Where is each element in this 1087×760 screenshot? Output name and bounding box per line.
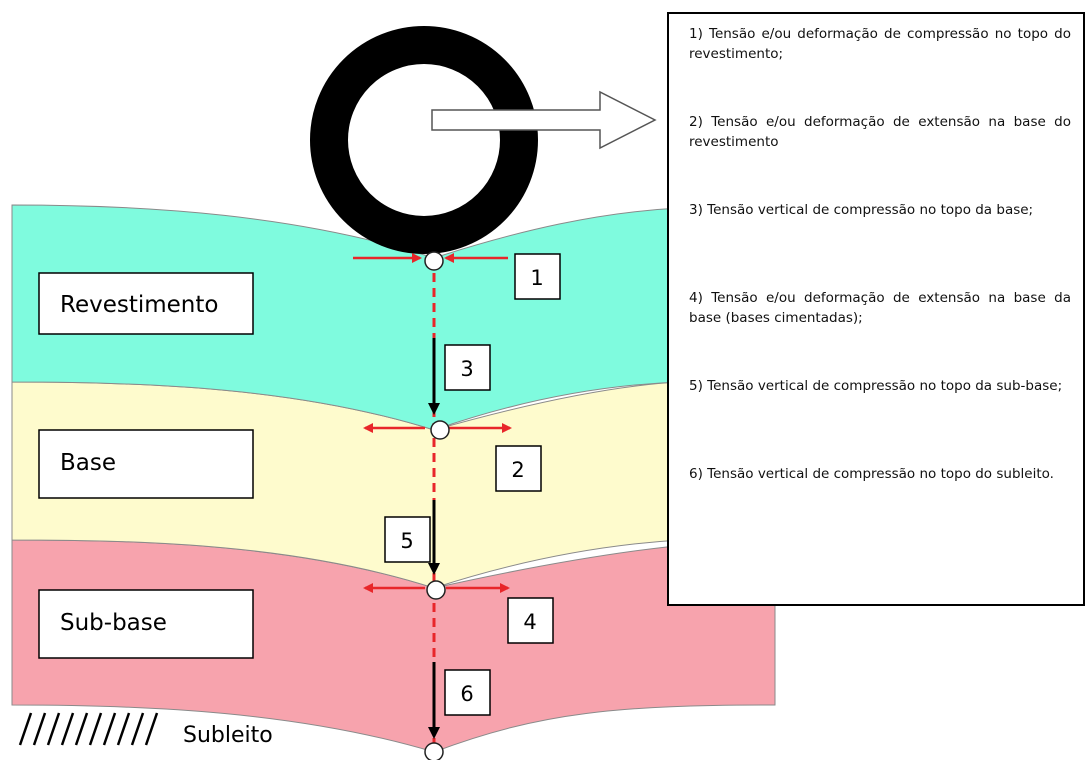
subleito-label: Subleito	[183, 723, 273, 748]
point-circle-4	[426, 580, 446, 600]
number-label-3: 3	[460, 357, 473, 381]
number-box-3: 3	[444, 344, 491, 391]
label-box-sub-base: Sub-base	[38, 589, 254, 659]
legend-item-6: 6) Tensão vertical de compressão no topo…	[689, 466, 1054, 482]
number-label-2: 2	[511, 458, 524, 482]
number-label-5: 5	[400, 529, 413, 553]
legend-item-3: 3) Tensão vertical de compressão no topo…	[689, 202, 1034, 218]
number-label-1: 1	[530, 266, 543, 290]
number-box-5: 5	[384, 516, 431, 563]
point-circle-6	[424, 742, 444, 760]
number-box-1: 1	[514, 253, 561, 300]
number-box-4: 4	[507, 597, 554, 644]
legend-box: 1) Tensão e/ou deformação de compressão …	[667, 12, 1085, 606]
number-box-6: 6	[444, 669, 491, 716]
label-box-revestimento: Revestimento	[38, 272, 254, 335]
legend-item-5: 5) Tensão vertical de compressão no topo…	[689, 378, 1063, 394]
subgrade-hatch-icon	[18, 712, 159, 746]
layer-label-sub-base: Sub-base	[60, 610, 167, 636]
label-box-base: Base	[38, 429, 254, 499]
legend-item-1: 1) Tensão e/ou deformação de compressão …	[689, 26, 1071, 62]
point-circle-2	[430, 420, 450, 440]
number-label-4: 4	[523, 610, 536, 634]
point-circle-1	[424, 251, 444, 271]
number-box-2: 2	[495, 445, 542, 492]
number-label-6: 6	[460, 682, 473, 706]
legend-item-2: 2) Tensão e/ou deformação de extensão na…	[689, 114, 1071, 150]
legend-item-4: 4) Tensão e/ou deformação de extensão na…	[689, 290, 1071, 326]
layer-label-base: Base	[60, 450, 116, 476]
direction-arrow-icon	[431, 90, 657, 150]
layer-label-revestimento: Revestimento	[60, 292, 218, 318]
wheel-icon	[310, 26, 538, 254]
